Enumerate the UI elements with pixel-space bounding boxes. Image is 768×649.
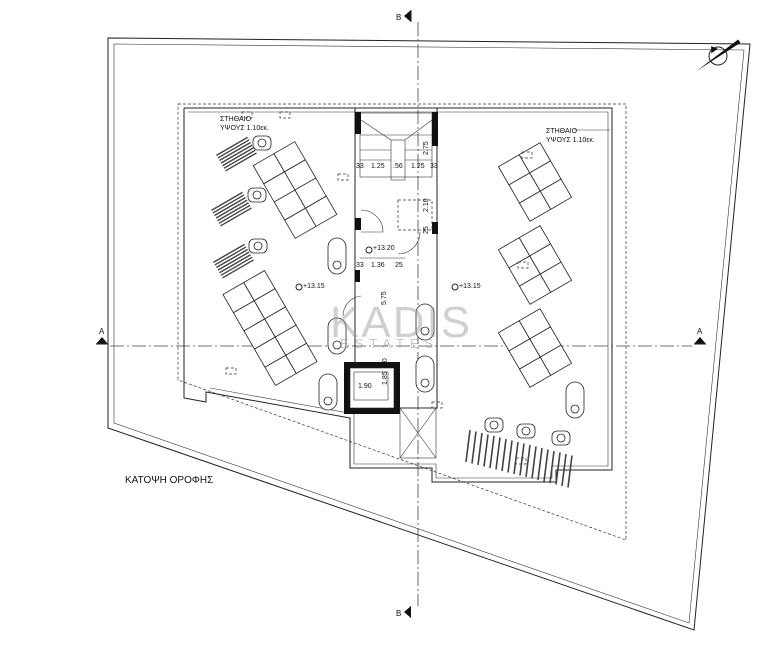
solar-water-heater bbox=[213, 243, 254, 279]
dim-text: .56 bbox=[393, 163, 403, 170]
solar-panel-array bbox=[497, 225, 573, 305]
lift-shaft bbox=[344, 362, 400, 414]
water-tank bbox=[327, 237, 347, 275]
pump-unit bbox=[516, 423, 536, 439]
dim-text: 2.75 bbox=[423, 141, 430, 155]
dim-text: 33 bbox=[356, 262, 364, 269]
drawing-title: ΚΑΤΟΨΗ ΟΡΟΦΗΣ bbox=[125, 475, 213, 486]
plot-boundary-inner bbox=[113, 43, 745, 624]
dim-text: .10 bbox=[382, 358, 389, 368]
north-arrow-icon bbox=[696, 39, 741, 71]
roof-drain bbox=[337, 173, 349, 181]
dim-text: 1.25 bbox=[371, 163, 385, 170]
dim-text: 1.36 bbox=[371, 262, 385, 269]
skylight bbox=[399, 407, 437, 459]
solar-panel-array bbox=[222, 269, 318, 387]
parapet-label-right-1: ΣΤΗΘΑΙΟ bbox=[546, 128, 578, 135]
parapet-label-right-2: ΥΨΟΥΣ 1.10εκ. bbox=[546, 137, 595, 144]
parapet-label-left-2: ΥΨΟΥΣ 1.10εκ. bbox=[220, 125, 269, 132]
roof-drain bbox=[515, 457, 527, 465]
section-marker-left: A bbox=[96, 327, 108, 345]
building-outline-inner bbox=[188, 111, 609, 479]
pump-unit bbox=[252, 135, 272, 151]
section-marker-right: A bbox=[694, 327, 706, 345]
pump-unit bbox=[484, 417, 504, 433]
water-tank bbox=[415, 303, 435, 341]
solar-panel-array bbox=[497, 308, 573, 388]
solar-water-heater bbox=[211, 191, 252, 227]
solar-panel-array bbox=[497, 142, 573, 222]
setback-line bbox=[177, 103, 627, 541]
dim-text: 1.25 bbox=[411, 163, 425, 170]
water-tank bbox=[415, 355, 435, 393]
solar-panel-array bbox=[252, 141, 338, 239]
plot-boundary bbox=[107, 37, 751, 631]
watermark-brand: KADIS bbox=[330, 298, 472, 347]
pump-unit bbox=[551, 430, 571, 446]
level-left: +13.15 bbox=[303, 283, 325, 290]
solar-water-heater bbox=[216, 136, 257, 172]
dim-text: 33 bbox=[356, 163, 364, 170]
dim-text: 33 bbox=[430, 163, 438, 170]
roof-drain bbox=[241, 111, 253, 119]
section-label-right: A bbox=[697, 327, 703, 336]
section-label-bottom: B bbox=[396, 609, 401, 618]
parapet-label-left-1: ΣΤΗΘΑΙΟ bbox=[220, 116, 252, 123]
water-tank bbox=[318, 373, 338, 411]
roof-drain bbox=[279, 111, 291, 119]
roof-drain bbox=[225, 367, 237, 375]
roof-drain bbox=[517, 261, 529, 269]
dim-text: 2.10 bbox=[423, 198, 430, 212]
section-marker-top: B bbox=[396, 10, 412, 22]
dimensions: 33 1.25 .56 1.25 33 2.75 2.10 25 33 1.36… bbox=[356, 141, 438, 390]
dim-text: 1.90 bbox=[358, 383, 372, 390]
dim-text: 25 bbox=[423, 226, 430, 234]
section-label-top: B bbox=[396, 13, 401, 22]
dim-text: 1.85 bbox=[382, 371, 389, 385]
pump-unit bbox=[247, 187, 267, 203]
pump-unit bbox=[248, 238, 268, 254]
water-tank bbox=[565, 381, 585, 419]
watermark-sub: ESTATES bbox=[340, 336, 439, 351]
dim-text: 25 bbox=[395, 262, 403, 269]
level-stair: +13.20 bbox=[373, 245, 395, 252]
level-marks: +13.20 +13.15 +13.15 bbox=[295, 245, 481, 291]
dim-text: 5.75 bbox=[381, 291, 388, 305]
section-marker-bottom: B bbox=[396, 606, 411, 618]
building-outline bbox=[183, 107, 613, 483]
section-label-left: A bbox=[99, 327, 105, 336]
water-tank bbox=[327, 317, 347, 355]
roof-drain bbox=[431, 401, 443, 409]
roof-drain bbox=[521, 151, 533, 159]
level-right: +13.15 bbox=[459, 283, 481, 290]
